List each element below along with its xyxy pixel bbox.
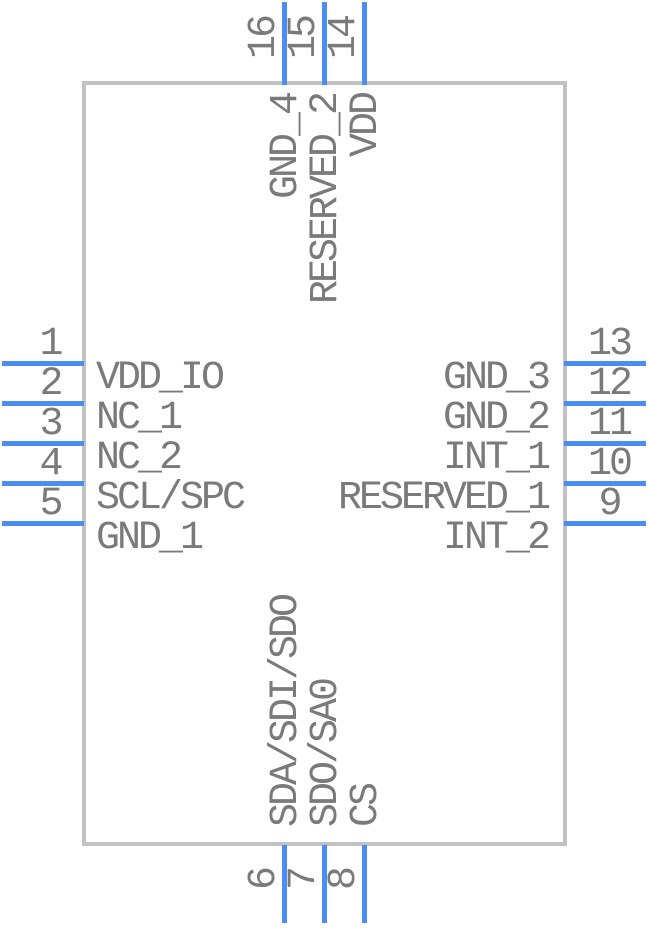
pin-line-3 [2,441,84,446]
pin-name-sda-sdi-sdo: SDA/SDI/SDO [264,595,309,827]
pin-line-14 [362,2,367,85]
pin-line-10 [564,481,646,486]
pin-name-reserved-2: RESERVED_2 [304,94,349,305]
pin-line-7 [322,845,327,923]
pin-name-cs: CS [344,784,389,827]
pin-name-gnd-3: GND_3 [442,356,551,401]
pin-name-gnd-4: GND_4 [264,94,309,200]
pin-number-6: 6 [242,868,287,890]
pin-line-12 [564,401,646,406]
pin-name-vdd-io: VDD_IO [96,356,225,401]
chip-body [82,81,567,846]
pin-name-reserved-1: RESERVED_1 [337,476,551,521]
pin-name-gnd-2: GND_2 [442,396,551,441]
pin-name-int-1: INT_1 [442,436,551,481]
pin-number-5: 5 [39,482,63,527]
pin-line-15 [322,2,327,85]
pin-line-16 [282,2,287,85]
pin-number-3: 3 [39,402,63,447]
pin-name-nc-2: NC_2 [96,436,183,481]
pin-line-1 [2,361,84,366]
pin-number-7: 7 [282,868,327,890]
pin-number-11: 11 [587,402,633,447]
pin-number-12: 12 [587,362,633,407]
pin-number-13: 13 [587,322,633,367]
pin-line-9 [564,521,646,526]
pin-number-14: 14 [322,16,367,59]
pin-line-2 [2,401,84,406]
pin-number-8: 8 [322,868,367,890]
pin-number-9: 9 [598,482,622,527]
pin-name-scl-spc: SCL/SPC [96,476,246,521]
pin-line-13 [564,361,646,366]
pin-line-11 [564,441,646,446]
pin-name-vdd: VDD [344,94,389,158]
pin-name-sdo-sa0: SDO/SA0 [304,679,349,827]
pin-line-5 [2,521,84,526]
pin-name-nc-1: NC_1 [96,396,183,441]
pin-number-2: 2 [39,362,63,407]
pin-name-gnd-1: GND_1 [96,516,204,561]
pin-number-4: 4 [39,442,63,487]
pin-line-4 [2,481,84,486]
pin-number-16: 16 [242,16,287,59]
pin-line-6 [282,845,287,923]
pin-line-8 [362,845,367,923]
pin-name-int-2: INT_2 [442,516,551,561]
pin-number-1: 1 [39,322,63,367]
pin-number-10: 10 [587,442,633,487]
pin-number-15: 15 [282,16,327,59]
